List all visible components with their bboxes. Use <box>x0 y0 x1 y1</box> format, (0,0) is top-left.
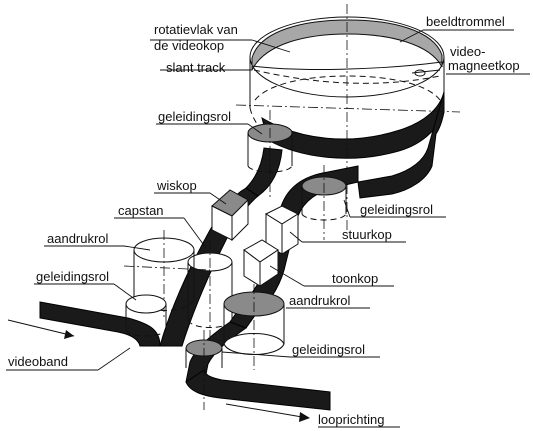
erase-head <box>212 190 248 240</box>
label-aandrukrol-right: aandrukrol <box>289 293 351 308</box>
label-aandrukrol-left: aandrukrol <box>47 231 109 246</box>
label-stuurkop: stuurkop <box>342 227 392 242</box>
label-beeldtrommel: beeldtrommel <box>426 14 505 29</box>
label-slant-track: slant track <box>166 60 226 75</box>
label-geleidingsrol-right: geleidingsrol <box>360 202 433 217</box>
label-geleidingsrol-bottom: geleidingsrol <box>292 342 365 357</box>
label-video-magneetkop-line2: magneetkop <box>448 58 520 73</box>
label-capstan: capstan <box>118 203 164 218</box>
label-videoband: videoband <box>8 354 68 369</box>
label-rotatievlak-line1: rotatievlak van <box>154 22 238 37</box>
label-wiskop: wiskop <box>156 178 197 193</box>
label-rotatievlak-line2: de videokop <box>154 38 224 53</box>
label-geleidingsrol-top: geleidingsrol <box>158 109 231 124</box>
tape-entry-arrow <box>8 320 74 339</box>
label-video-magneetkop-line1: video- <box>450 44 485 59</box>
label-geleidingsrol-left: geleidingsrol <box>36 269 109 284</box>
label-looprichting: looprichting <box>318 412 385 427</box>
label-toonkop: toonkop <box>332 271 378 286</box>
